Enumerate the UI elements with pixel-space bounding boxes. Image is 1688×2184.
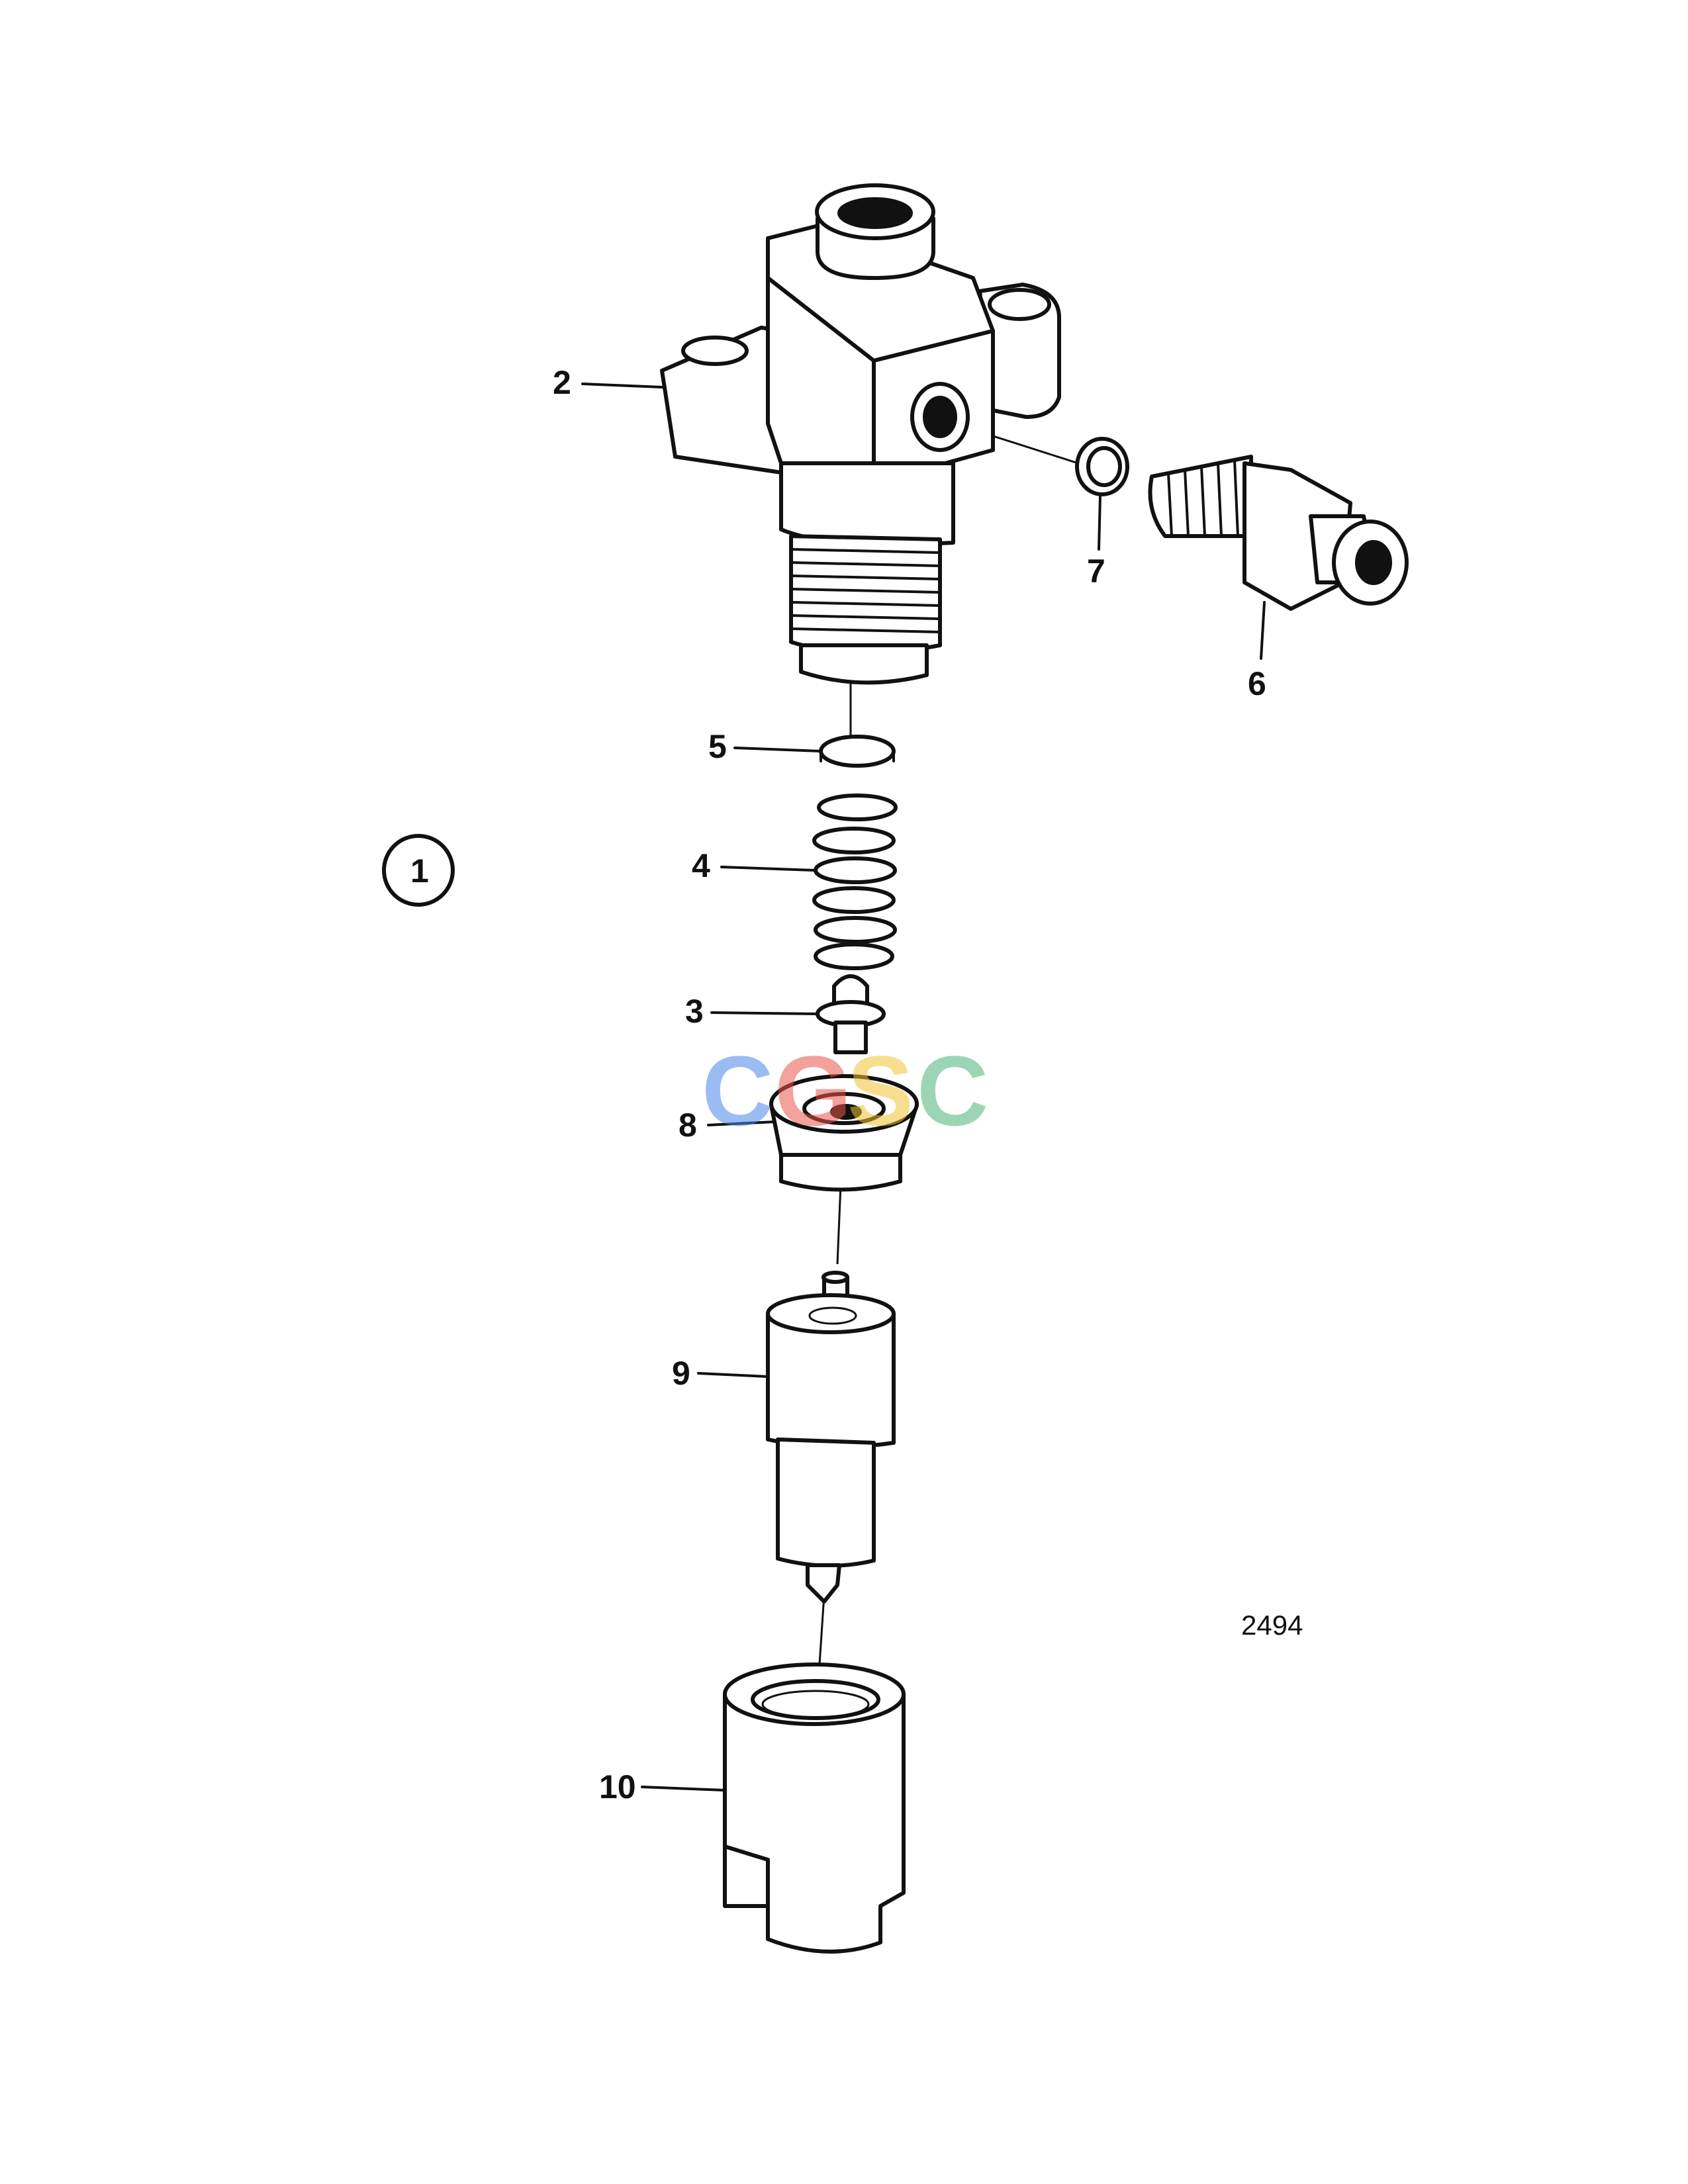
callout-label-7: 7: [1087, 553, 1105, 590]
leader-line-10: [641, 1786, 726, 1792]
thread-lines: [790, 548, 941, 633]
leader-line-8: [707, 1120, 776, 1126]
watermark-logo: C G S C: [702, 1035, 988, 1146]
leader-line-3: [710, 1011, 819, 1015]
leader-line-9: [697, 1372, 769, 1378]
callout-label-9: 9: [672, 1355, 690, 1392]
callout-label-5: 5: [708, 728, 727, 765]
callout-label-4: 4: [692, 847, 710, 884]
watermark-letter-2: G: [774, 1035, 852, 1146]
compression-spring: [812, 794, 898, 970]
leader-line-7: [1098, 495, 1102, 551]
leader-line-6: [1260, 601, 1266, 660]
inlet-connector: [1148, 455, 1409, 611]
nozzle-nut: [723, 1662, 906, 1954]
callout-label-8: 8: [679, 1107, 697, 1144]
callout-label-6: 6: [1248, 665, 1266, 702]
washer: [1075, 437, 1129, 496]
leader-line-5: [733, 747, 822, 752]
callout-label-3: 3: [685, 993, 704, 1030]
callout-label-2: 2: [553, 364, 571, 401]
watermark-letter-1: C: [702, 1035, 773, 1146]
callout-label-10: 10: [599, 1768, 636, 1805]
drawing-number: 2494: [1241, 1610, 1303, 1641]
figure-number-badge: 1: [382, 834, 455, 907]
intermediate-piece: [769, 1074, 919, 1192]
figure-number: 1: [410, 852, 429, 889]
leader-line-2: [581, 383, 663, 388]
injection-nozzle: [766, 1271, 896, 1604]
injector-holder-body: [660, 183, 1061, 685]
watermark-letter-3: S: [847, 1035, 914, 1146]
watermark-letter-4: C: [917, 1035, 988, 1146]
shim-disc: [819, 735, 896, 768]
assembly-axis-line: [836, 1184, 842, 1265]
leader-line-4: [720, 866, 816, 872]
